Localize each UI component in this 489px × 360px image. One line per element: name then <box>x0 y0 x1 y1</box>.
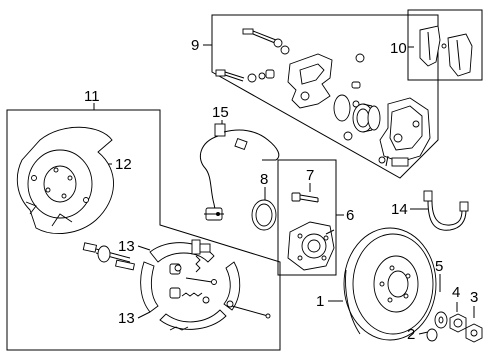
brake-pad-group-box <box>407 9 483 81</box>
caliper-group-box <box>211 14 439 179</box>
o-ring-icon <box>251 199 277 231</box>
callout-9: 9 <box>191 37 199 54</box>
cap-icon <box>426 328 438 342</box>
hub-bearing-group-box <box>277 159 337 276</box>
backing-plate-icon <box>16 126 114 234</box>
washer-icon <box>434 311 448 329</box>
lug-nut-icon <box>465 323 483 343</box>
piston-icon <box>333 94 381 133</box>
callout-11: 11 <box>84 88 100 105</box>
hub-bolt-icon <box>291 192 319 203</box>
hub-assembly-icon <box>287 221 335 271</box>
callout-5: 5 <box>435 258 443 275</box>
leader-lines <box>93 44 475 335</box>
adjuster-icon <box>82 242 135 271</box>
brake-hose-icon <box>423 190 469 231</box>
callout-4: 4 <box>452 284 460 301</box>
brake-shoes-icon <box>140 242 241 330</box>
callout-13-lower: 13 <box>118 310 135 327</box>
callout-3: 3 <box>470 289 478 306</box>
caliper-bolts-icon <box>215 28 386 164</box>
callout-8: 8 <box>260 171 268 188</box>
rotor-icon <box>343 227 437 341</box>
callout-10: 10 <box>390 40 407 57</box>
callout-2: 2 <box>407 326 415 343</box>
brake-pads-icon <box>419 25 473 77</box>
springs-hardware-icon <box>169 239 271 331</box>
abs-sensor-icon <box>199 123 280 221</box>
backing-plate-group-box <box>6 109 281 351</box>
callout-6: 6 <box>346 207 354 224</box>
callout-12: 12 <box>115 156 132 173</box>
callout-13-upper: 13 <box>118 238 135 255</box>
callout-1: 1 <box>316 293 324 310</box>
caliper-bracket-icon <box>287 53 333 109</box>
callout-7: 7 <box>306 167 314 184</box>
callout-15: 15 <box>212 104 229 121</box>
caliper-body-icon <box>379 97 431 167</box>
hub-nut-icon <box>449 313 467 333</box>
callout-14: 14 <box>391 201 408 218</box>
